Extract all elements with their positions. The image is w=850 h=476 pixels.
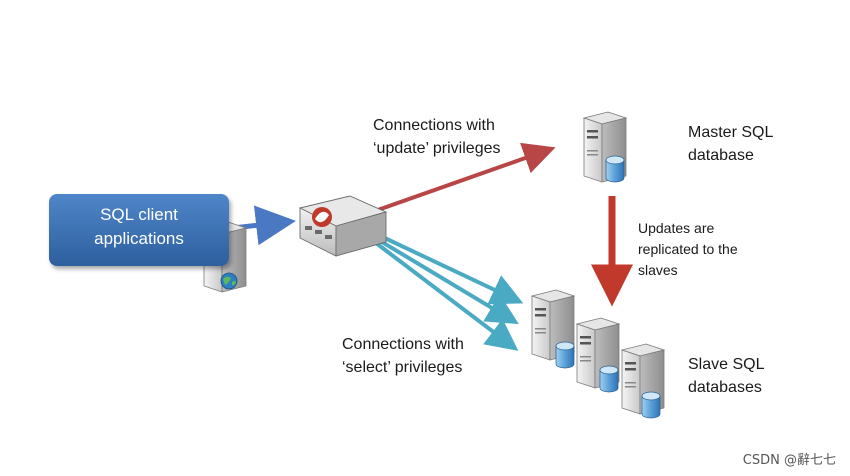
sql-client-box: SQL client applications [49, 194, 229, 266]
slave-db-label: Slave SQL databases [688, 356, 765, 396]
globe-icon [220, 272, 238, 290]
update-connection-arrow [371, 142, 556, 214]
select-connections-label: Connections with ‘select’ privileges [342, 336, 464, 376]
select-connection-arrow-3 [370, 238, 519, 351]
replication-note: Updates are replicated to the slaves [638, 220, 738, 278]
update-connections-label: Connections with ‘update’ privileges [373, 117, 501, 157]
slave-database-icon-3 [641, 391, 661, 419]
watermark: CSDN @辭七七 [742, 453, 836, 468]
master-database-icon [605, 155, 625, 183]
slave-database-icon-2 [599, 365, 619, 393]
select-connection-arrow-1 [371, 230, 524, 305]
slave-database-icon-1 [555, 341, 575, 369]
proxy-device-icon [298, 195, 388, 257]
client-label-line2: applications [94, 229, 184, 248]
master-db-label: Master SQL database [688, 124, 774, 164]
select-connection-arrow-2 [370, 234, 519, 325]
client-label-line1: SQL client [100, 205, 178, 224]
